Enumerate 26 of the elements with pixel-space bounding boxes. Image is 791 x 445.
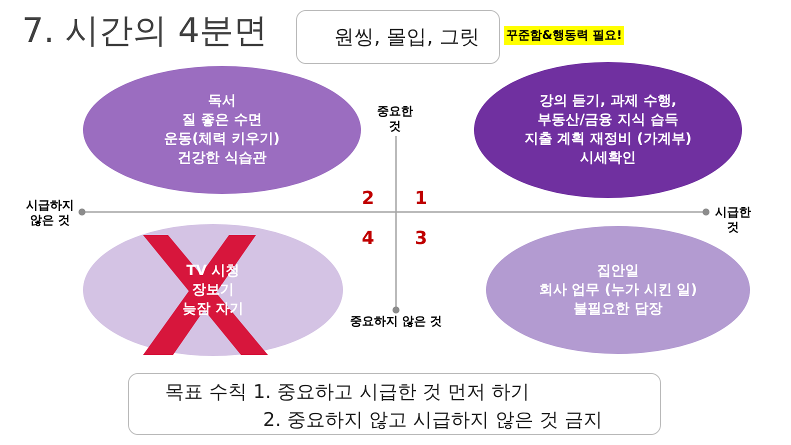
keyword-box	[296, 10, 500, 64]
task-text: 운동(체력 키우기)	[164, 130, 280, 149]
task-text: 집안일	[597, 262, 639, 280]
task-text: 불필요한 답장	[574, 300, 662, 318]
axis-label: 시급한 것	[714, 205, 752, 235]
task-text: 강의 듣기, 과제 수행,	[539, 92, 677, 111]
quadrant-number: 2	[362, 188, 374, 209]
quadrant-number: 4	[362, 228, 374, 249]
task-text: 회사 업무 (누가 시킨 일)	[538, 280, 698, 300]
task-text: 시세확인	[580, 149, 636, 168]
slide-title: 7. 시간의 4분면	[22, 10, 268, 53]
task-text: 건강한 식습관	[178, 149, 266, 168]
axis-label: 중요하지 않은 것	[350, 314, 442, 329]
rule-text: 목표 수칙 1. 중요하고 시급한 것 먼저 하기	[165, 380, 530, 405]
task-text: 질 좋은 수면	[182, 111, 262, 130]
rules-box	[128, 373, 661, 435]
task-text: 독서	[208, 92, 236, 111]
axis-label: 중요한 것	[376, 104, 414, 134]
quadrant-number: 1	[414, 188, 428, 209]
rule-text: 2. 중요하지 않고 시급하지 않은 것 금지	[263, 408, 602, 433]
axis-label: 시급하지 않은 것	[25, 198, 75, 228]
task-text: 지출 계획 재정비 (가계부)	[524, 130, 692, 149]
task-text: 부동산/금융 지식 습득	[538, 111, 678, 130]
keyword-text: 원씽, 몰입, 그릿	[334, 24, 480, 50]
quadrant-number: 3	[414, 228, 428, 249]
highlighted-note: 꾸준함&행동력 필요!	[504, 26, 624, 45]
